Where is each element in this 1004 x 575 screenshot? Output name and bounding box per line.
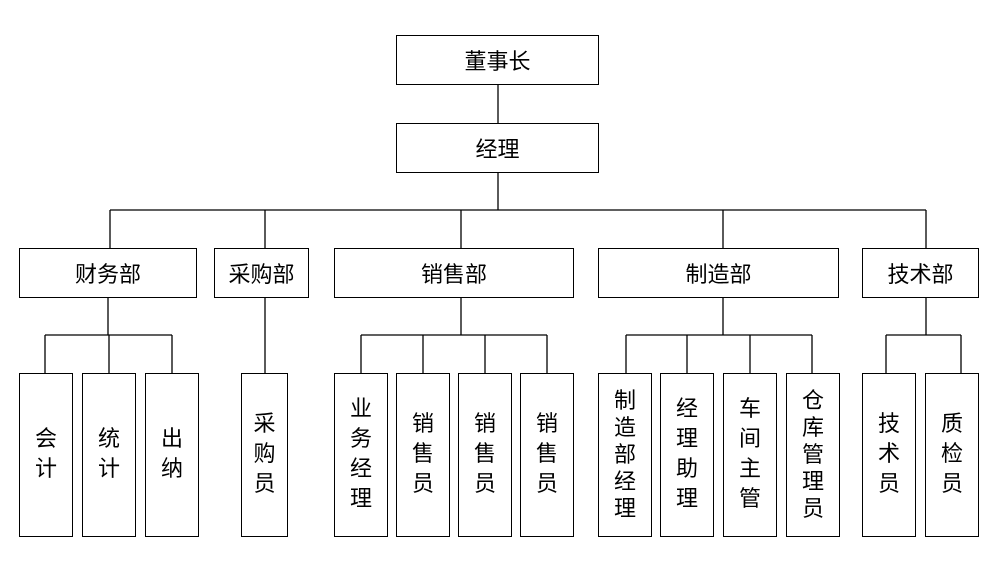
staff-label: 出纳 xyxy=(160,427,183,482)
staff-label: 销售员 xyxy=(473,412,496,497)
dept-technology-box: 技术部 xyxy=(862,248,979,298)
dept-finance-box: 财务部 xyxy=(19,248,197,298)
dept-finance-label: 财务部 xyxy=(74,263,141,288)
manager-box: 经理 xyxy=(396,123,599,173)
staff-box: 质检员 xyxy=(925,373,979,537)
staff-label: 制造部经理 xyxy=(613,388,636,522)
staff-box: 统计 xyxy=(82,373,136,537)
staff-label: 经理助理 xyxy=(675,397,698,512)
staff-box: 采购员 xyxy=(241,373,288,537)
staff-label: 销售员 xyxy=(411,412,434,497)
staff-box: 销售员 xyxy=(458,373,512,537)
staff-box: 销售员 xyxy=(520,373,574,537)
dept-sales-box: 销售部 xyxy=(334,248,574,298)
staff-box: 仓库管理员 xyxy=(786,373,840,537)
staff-box: 车间主管 xyxy=(723,373,777,537)
staff-label: 销售员 xyxy=(535,412,558,497)
staff-label: 质检员 xyxy=(940,412,963,497)
staff-label: 会计 xyxy=(34,427,57,482)
staff-box: 业务经理 xyxy=(334,373,388,537)
staff-label: 车间主管 xyxy=(738,397,761,512)
dept-purchasing-box: 采购部 xyxy=(214,248,309,298)
staff-label: 技术员 xyxy=(877,412,900,497)
staff-box: 技术员 xyxy=(862,373,916,537)
dept-sales-label: 销售部 xyxy=(420,263,487,288)
dept-purchasing-label: 采购部 xyxy=(228,263,295,288)
dept-manufacturing-label: 制造部 xyxy=(685,263,752,288)
staff-box: 制造部经理 xyxy=(598,373,652,537)
staff-label: 业务经理 xyxy=(349,397,372,512)
staff-box: 经理助理 xyxy=(660,373,714,537)
chairman-box: 董事长 xyxy=(396,35,599,85)
staff-box: 出纳 xyxy=(145,373,199,537)
dept-manufacturing-box: 制造部 xyxy=(598,248,839,298)
dept-technology-label: 技术部 xyxy=(887,263,954,288)
staff-label: 采购员 xyxy=(253,412,276,497)
chairman-label: 董事长 xyxy=(464,50,531,75)
manager-label: 经理 xyxy=(475,138,520,163)
staff-box: 销售员 xyxy=(396,373,450,537)
staff-label: 仓库管理员 xyxy=(801,388,824,522)
staff-label: 统计 xyxy=(97,427,120,482)
staff-box: 会计 xyxy=(19,373,73,537)
